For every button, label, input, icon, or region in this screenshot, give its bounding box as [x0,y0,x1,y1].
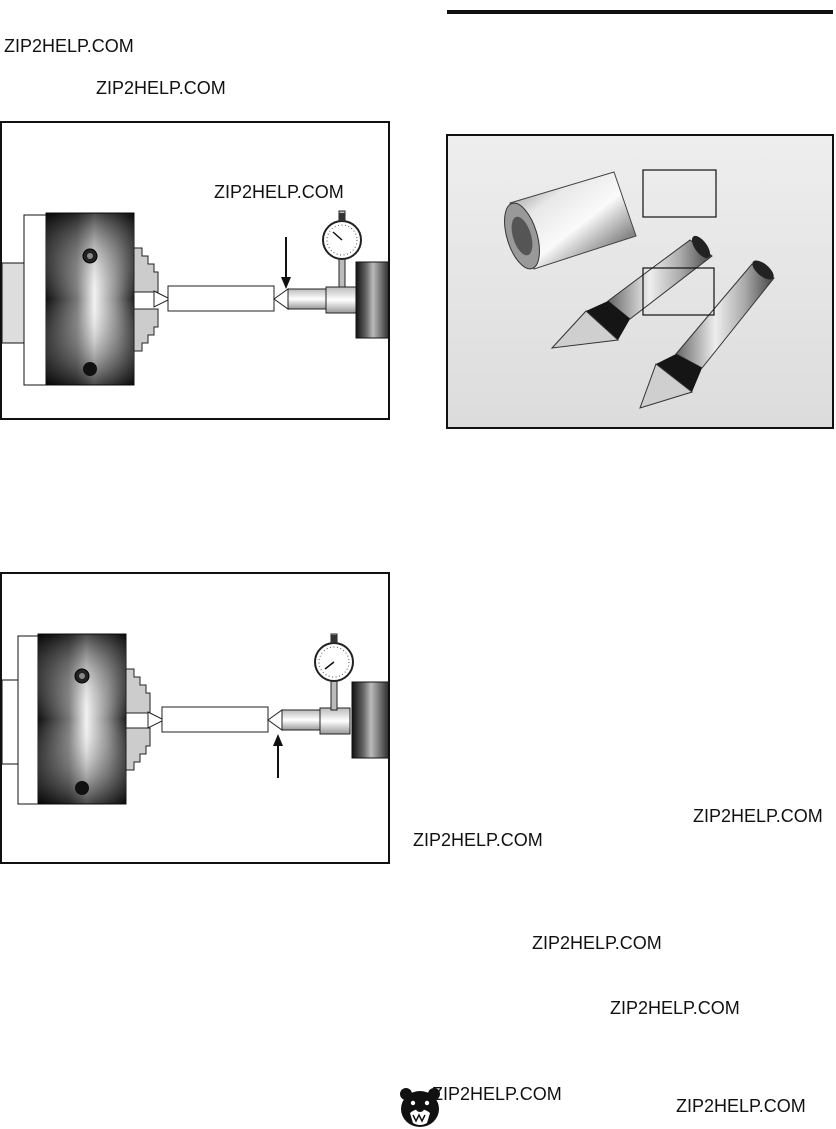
callout-box-2 [642,267,715,316]
watermark-text: ZIP2HELP.COM [610,998,740,1018]
figure-live-center-photo [446,134,834,429]
figure-dial-indicator-setup-2 [0,572,390,864]
lathe-chuck-illustration-2 [2,633,388,805]
watermark-text: ZIP2HELP.COM [413,830,543,850]
header-rule [447,10,833,14]
watermark-text: ZIP2HELP.COM [693,806,823,826]
watermark-text: ZIP2HELP.COM [532,933,662,953]
watermark-text: ZIP2HELP.COM [676,1096,806,1116]
figure-dial-indicator-setup-1 [0,121,390,420]
watermark-text: ZIP2HELP.COM [4,36,134,56]
watermark-text: ZIP2HELP.COM [432,1084,562,1104]
watermark-text: ZIP2HELP.COM [96,78,226,98]
live-center-parts-illustration [448,136,832,427]
grizzly-bear-head-icon [398,1085,442,1129]
lathe-chuck-illustration-1 [2,210,388,386]
callout-box-1 [642,169,717,218]
watermark-text: ZIP2HELP.COM [214,182,344,202]
